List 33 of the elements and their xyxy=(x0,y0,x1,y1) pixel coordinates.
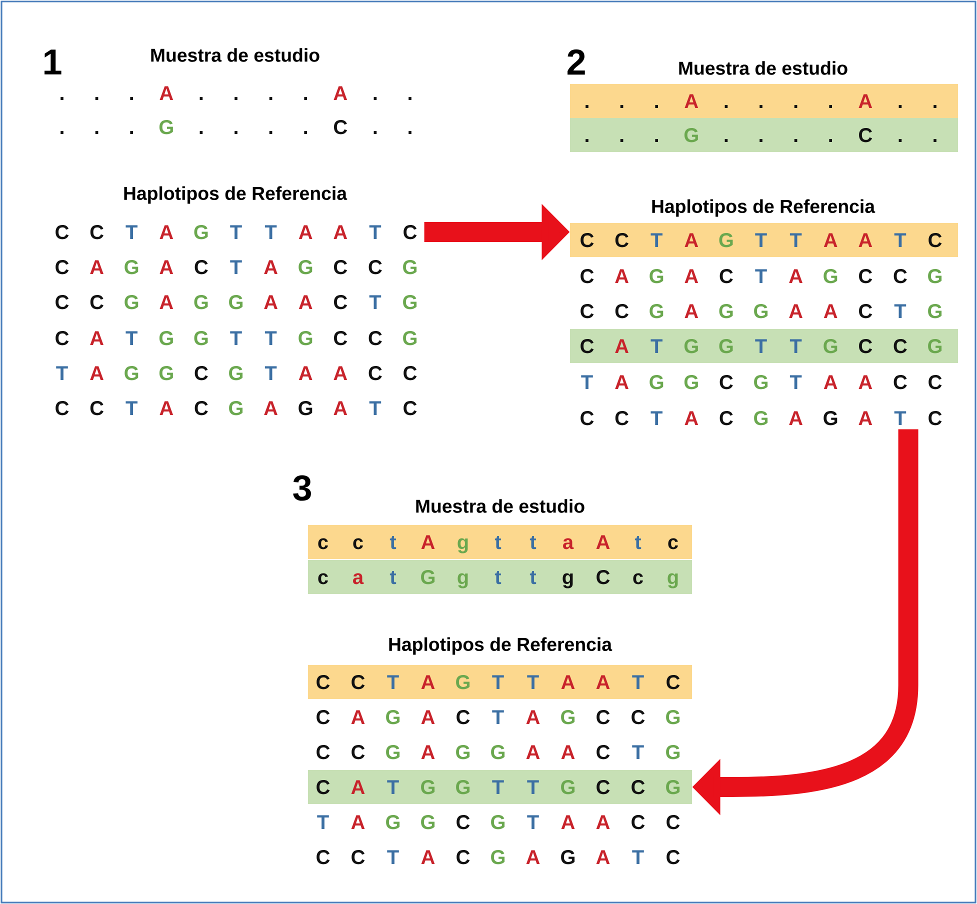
sequence-row: . . . G . . . . C . . xyxy=(570,118,958,152)
section-heading: Muestra de estudio xyxy=(416,499,584,513)
sequence-row: . . . A . . . . A . . xyxy=(570,84,958,118)
sequence-row: C A T G G T T G C C G xyxy=(56,331,417,346)
sequence-row: T A G G C G T A A C C xyxy=(581,375,942,390)
step-number: 2 xyxy=(568,49,585,75)
sequence-row: C A G A C T A G C C G xyxy=(316,710,680,724)
sequence-row: C A T G G T T G C C G xyxy=(570,329,958,363)
sequence-row: C C G A G G A A C T G xyxy=(316,745,680,760)
section-heading: Muestra de estudio xyxy=(679,61,848,75)
sequence-row: T A G G C G T A A C C xyxy=(56,366,417,380)
section-heading: Haplotipos de Referencia xyxy=(124,186,348,204)
sequence-row: . . . A . . . . A . . xyxy=(60,86,412,100)
sequence-row: c c t A g t t a A t c xyxy=(308,525,692,559)
sequence-row: C C T A G T T A A T C xyxy=(570,223,958,257)
sequence-row: C C G A G G A A C T G xyxy=(56,295,417,310)
step-number: 3 xyxy=(293,475,311,501)
sequence-row: C C T A C G A G A T C xyxy=(316,850,680,864)
section-heading: Haplotipos de Referencia xyxy=(652,199,876,217)
section-heading: Haplotipos de Referencia xyxy=(389,637,612,655)
step-number: 1 xyxy=(44,50,62,74)
sequence-row: . . . G . . . . C . . xyxy=(60,120,412,134)
sequence-row: c a t G g t t g C c g xyxy=(308,560,692,594)
sequence-row: C C T A G T T A A T C xyxy=(308,665,692,699)
sequence-row: C A G A C T A G C C G xyxy=(56,260,417,274)
section-heading: Muestra de estudio xyxy=(151,48,320,62)
sequence-row: C C G A G G A A C T G xyxy=(580,304,942,318)
sequence-row: C C T A C G A G A T C xyxy=(580,411,942,426)
sequence-row: C C T A C G A G A T C xyxy=(56,401,417,416)
sequence-row: C A G A C T A G C C G xyxy=(580,269,942,284)
sequence-row: C C T A G T T A A T C xyxy=(56,225,417,240)
sequence-row: T A G G C G T A A C C xyxy=(317,815,680,830)
sequence-row: C A T G G T T G C C G xyxy=(308,770,692,804)
